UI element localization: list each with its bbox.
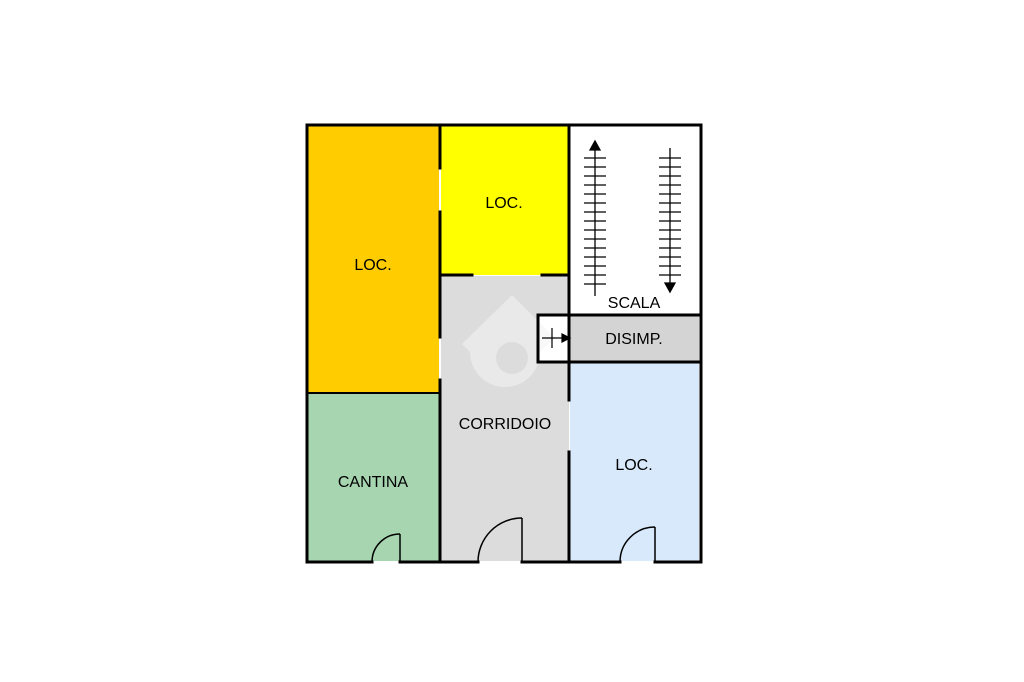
- door-arc-icon: [371, 517, 656, 563]
- room-scala: [570, 126, 700, 314]
- room-label-loc-right: LOC.: [615, 457, 652, 474]
- room-disimp: [570, 316, 699, 361]
- room-loc-top: [441, 126, 569, 275]
- logo-watermark-icon: [462, 295, 555, 387]
- room-label-cantina: CANTINA: [338, 474, 409, 491]
- room-label-disimp: DISIMP.: [605, 331, 663, 348]
- room-loc-right: [570, 363, 699, 561]
- walls: [305, 123, 703, 564]
- room-label-corridoio: CORRIDOIO: [459, 416, 551, 433]
- arrow-right-icon: [542, 328, 572, 348]
- arrow-up-icon: [584, 139, 606, 296]
- room-loc-left: [308, 126, 439, 393]
- room-label-loc-left: LOC.: [354, 257, 391, 274]
- room-label-loc-top: LOC.: [485, 195, 522, 212]
- room-label-scala: SCALA: [608, 295, 661, 312]
- arrow-down-icon: [659, 148, 681, 294]
- room-cantina: [308, 394, 439, 561]
